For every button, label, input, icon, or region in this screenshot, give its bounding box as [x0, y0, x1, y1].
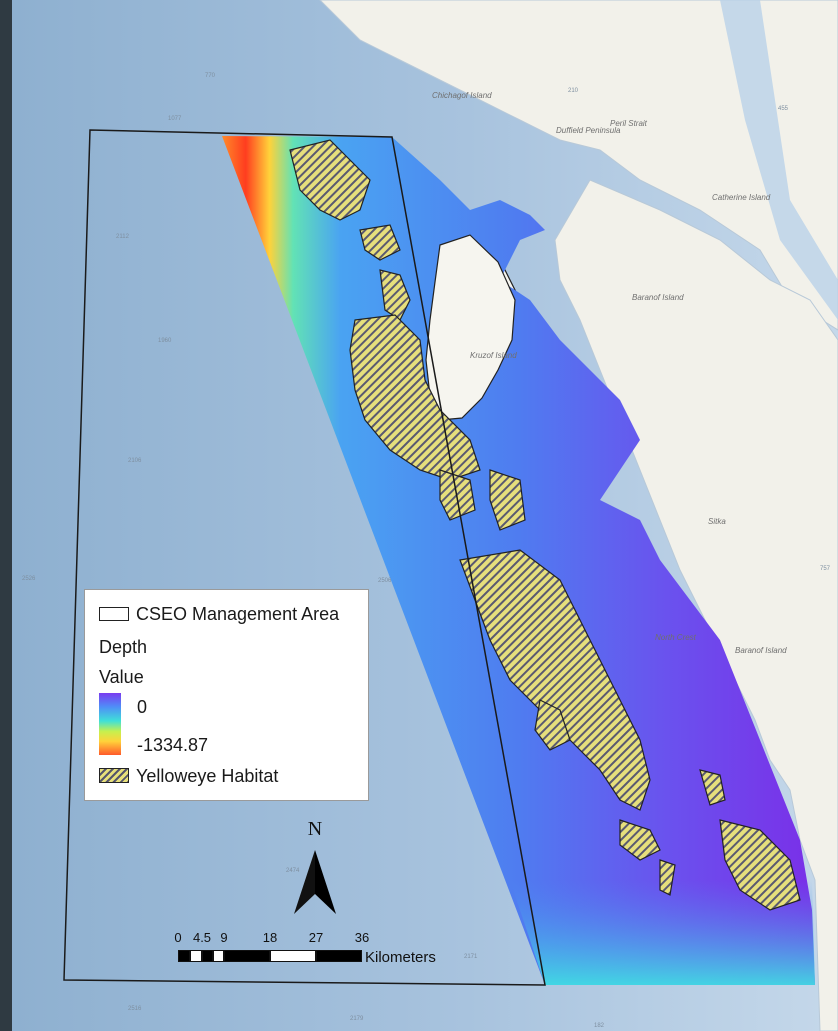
- land-kruzof-top: [425, 234, 516, 421]
- scale-segment: [202, 950, 213, 962]
- scale-segment: [178, 950, 190, 962]
- yelloweye-habitat: [289, 139, 801, 911]
- habitat-swatch: [99, 768, 129, 783]
- scale-bar: 0 4.5 9 18 27 36 Kilometers: [172, 930, 462, 970]
- place-label-catherine: Catherine Island: [712, 193, 771, 202]
- place-label-chichagof: Chichagof Island: [432, 91, 492, 100]
- scale-tick-4: 27: [308, 930, 324, 945]
- scale-segment: [190, 950, 202, 962]
- channel: [720, 0, 838, 320]
- legend-value-title: Value: [99, 667, 144, 687]
- place-label-north-crest: North Crest: [655, 633, 697, 642]
- svg-text:2171: 2171: [464, 954, 478, 960]
- svg-text:2106: 2106: [128, 458, 142, 464]
- depth-color-ramp: [99, 693, 121, 755]
- svg-text:2506: 2506: [378, 578, 392, 584]
- svg-text:770: 770: [205, 73, 216, 79]
- legend-habitat-label: Yelloweye Habitat: [136, 766, 279, 786]
- depth-labels: 1077 2112 770 1960 2106 2526 2506 2474 2…: [22, 73, 831, 1029]
- map-legend: CSEO Management Area Depth Value 0 -1334…: [84, 589, 369, 801]
- north-label: N: [307, 818, 323, 840]
- legend-value-high: 0: [137, 697, 148, 717]
- svg-text:2474: 2474: [286, 868, 300, 874]
- svg-text:2179: 2179: [350, 1016, 364, 1022]
- scale-tick-0: 0: [174, 930, 182, 945]
- place-label-sitka: Sitka: [708, 517, 726, 526]
- scale-segment: [213, 950, 224, 962]
- scale-tick-1: 4.5: [192, 930, 212, 945]
- management-area-swatch: [99, 607, 129, 621]
- north-arrow-icon: [294, 850, 336, 914]
- svg-text:210: 210: [568, 88, 579, 94]
- legend-management-area: CSEO Management Area: [99, 604, 339, 625]
- svg-text:455: 455: [778, 106, 789, 112]
- svg-text:2112: 2112: [116, 234, 130, 240]
- scale-tick-2: 9: [220, 930, 228, 945]
- svg-text:757: 757: [820, 566, 831, 572]
- place-label-baranof-north: Baranof Island: [632, 293, 684, 302]
- svg-text:182: 182: [594, 1023, 605, 1029]
- scale-segment: [224, 950, 270, 962]
- svg-text:2526: 2526: [22, 576, 36, 582]
- land-baranof: [554, 179, 838, 1031]
- scale-tick-3: 18: [262, 930, 278, 945]
- svg-text:1077: 1077: [168, 116, 182, 122]
- svg-text:1960: 1960: [158, 338, 172, 344]
- place-label-duffield: Duffield Peninsula: [556, 126, 621, 135]
- scale-segment: [316, 950, 362, 962]
- legend-value-low: -1334.87: [137, 735, 209, 755]
- scale-segment: [270, 950, 316, 962]
- scale-units: Kilometers: [365, 949, 436, 966]
- legend-habitat: Yelloweye Habitat: [99, 766, 278, 787]
- frame-edge: [0, 0, 12, 1031]
- scale-tick-5: 36: [354, 930, 370, 945]
- depth-south-shallow: [510, 880, 815, 985]
- place-label-baranof-south: Baranof Island: [735, 646, 787, 655]
- cseo-management-area: [63, 129, 546, 986]
- north-arrow: N: [290, 818, 340, 918]
- legend-depth-title: Depth: [99, 637, 148, 657]
- place-label-peril: Peril Strait: [610, 119, 648, 128]
- legend-management-area-label: CSEO Management Area: [136, 604, 340, 624]
- svg-text:2516: 2516: [128, 1006, 142, 1012]
- place-labels: Chichagof Island Duffield Peninsula Peri…: [432, 91, 787, 655]
- place-label-kruzof: Kruzof Island: [470, 351, 517, 360]
